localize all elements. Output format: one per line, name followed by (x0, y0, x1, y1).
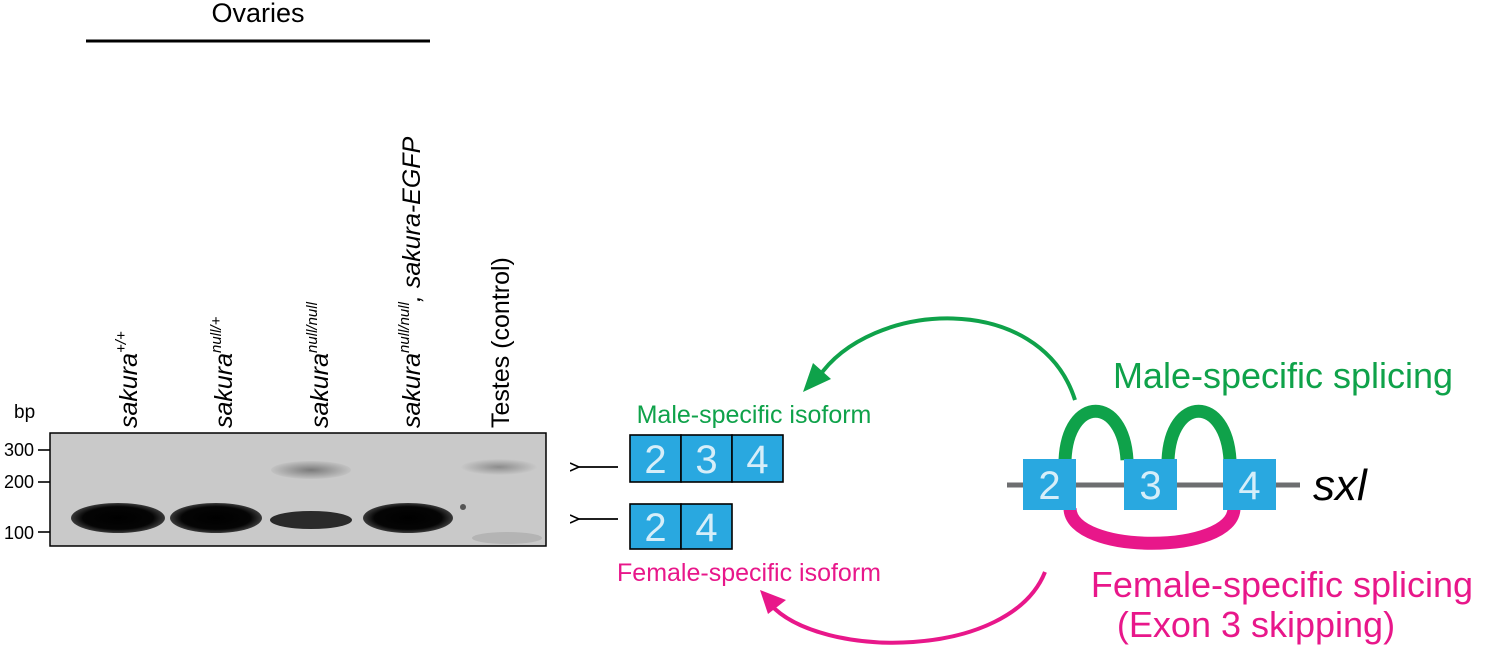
gel-band-lane4-lower (363, 503, 453, 533)
male-splicing-label: Male-specific splicing (1113, 355, 1453, 396)
lane-label-3: sakuranull/null (304, 301, 334, 428)
lane-label-4: sakuranull/null, sakura-EGFP (396, 136, 426, 428)
size-markers: 300 200 100 (4, 440, 50, 543)
gel-speck (460, 504, 466, 510)
marker-300: 300 (4, 440, 34, 460)
female-isoform-exons: 2 4 (629, 503, 733, 550)
male-isoform-exon-2: 2 (644, 438, 666, 482)
lane-labels: sakura+/+ sakuranull/+ sakuranull/null s… (113, 136, 515, 428)
female-splicing-label-line1: Female-specific splicing (1091, 564, 1473, 605)
gel-band-lane5-lower (472, 532, 542, 544)
marker-200: 200 (4, 472, 34, 492)
ovaries-label: Ovaries (211, 0, 304, 28)
gel-band-lane1-lower (71, 503, 165, 533)
gene-name: sxl (1313, 461, 1368, 510)
gel-image (49, 432, 547, 547)
male-splice-arc-1 (1058, 404, 1134, 461)
lane-label-2: sakuranull/+ (208, 316, 238, 428)
female-curved-arrow (768, 571, 1047, 645)
gel-band-lane3-upper (271, 461, 351, 479)
female-isoform-label: Female-specific isoform (617, 559, 881, 587)
gel-band-lane2-lower (170, 503, 262, 533)
female-arrowhead (760, 590, 786, 614)
male-isoform-exon-3: 3 (695, 438, 717, 482)
male-isoform-label: Male-specific isoform (637, 401, 872, 429)
lane-label-5: Testes (control) (487, 257, 515, 428)
marker-100: 100 (4, 523, 34, 543)
male-splice-arc-2 (1161, 404, 1237, 461)
male-isoform-exons: 2 3 4 (629, 434, 784, 483)
gene-exon-2: 2 (1038, 464, 1060, 508)
gel-band-lane5-upper (461, 459, 537, 475)
gene-exon-3: 3 (1139, 464, 1161, 508)
gene-exons: 2 3 4 (1023, 459, 1276, 510)
female-isoform-exon-4: 4 (695, 506, 717, 550)
bp-label: bp (14, 402, 35, 423)
female-splice-arc (1063, 506, 1241, 550)
male-curved-arrow (816, 316, 1077, 401)
lane-label-1: sakura+/+ (113, 331, 143, 428)
male-arrowhead (803, 363, 831, 392)
gel-band-lane3-lower (270, 511, 352, 529)
female-isoform-exon-2: 2 (644, 506, 666, 550)
male-isoform-exon-4: 4 (746, 438, 768, 482)
gene-exon-4: 4 (1238, 464, 1260, 508)
female-splicing-label-line2: (Exon 3 skipping) (1117, 604, 1395, 645)
